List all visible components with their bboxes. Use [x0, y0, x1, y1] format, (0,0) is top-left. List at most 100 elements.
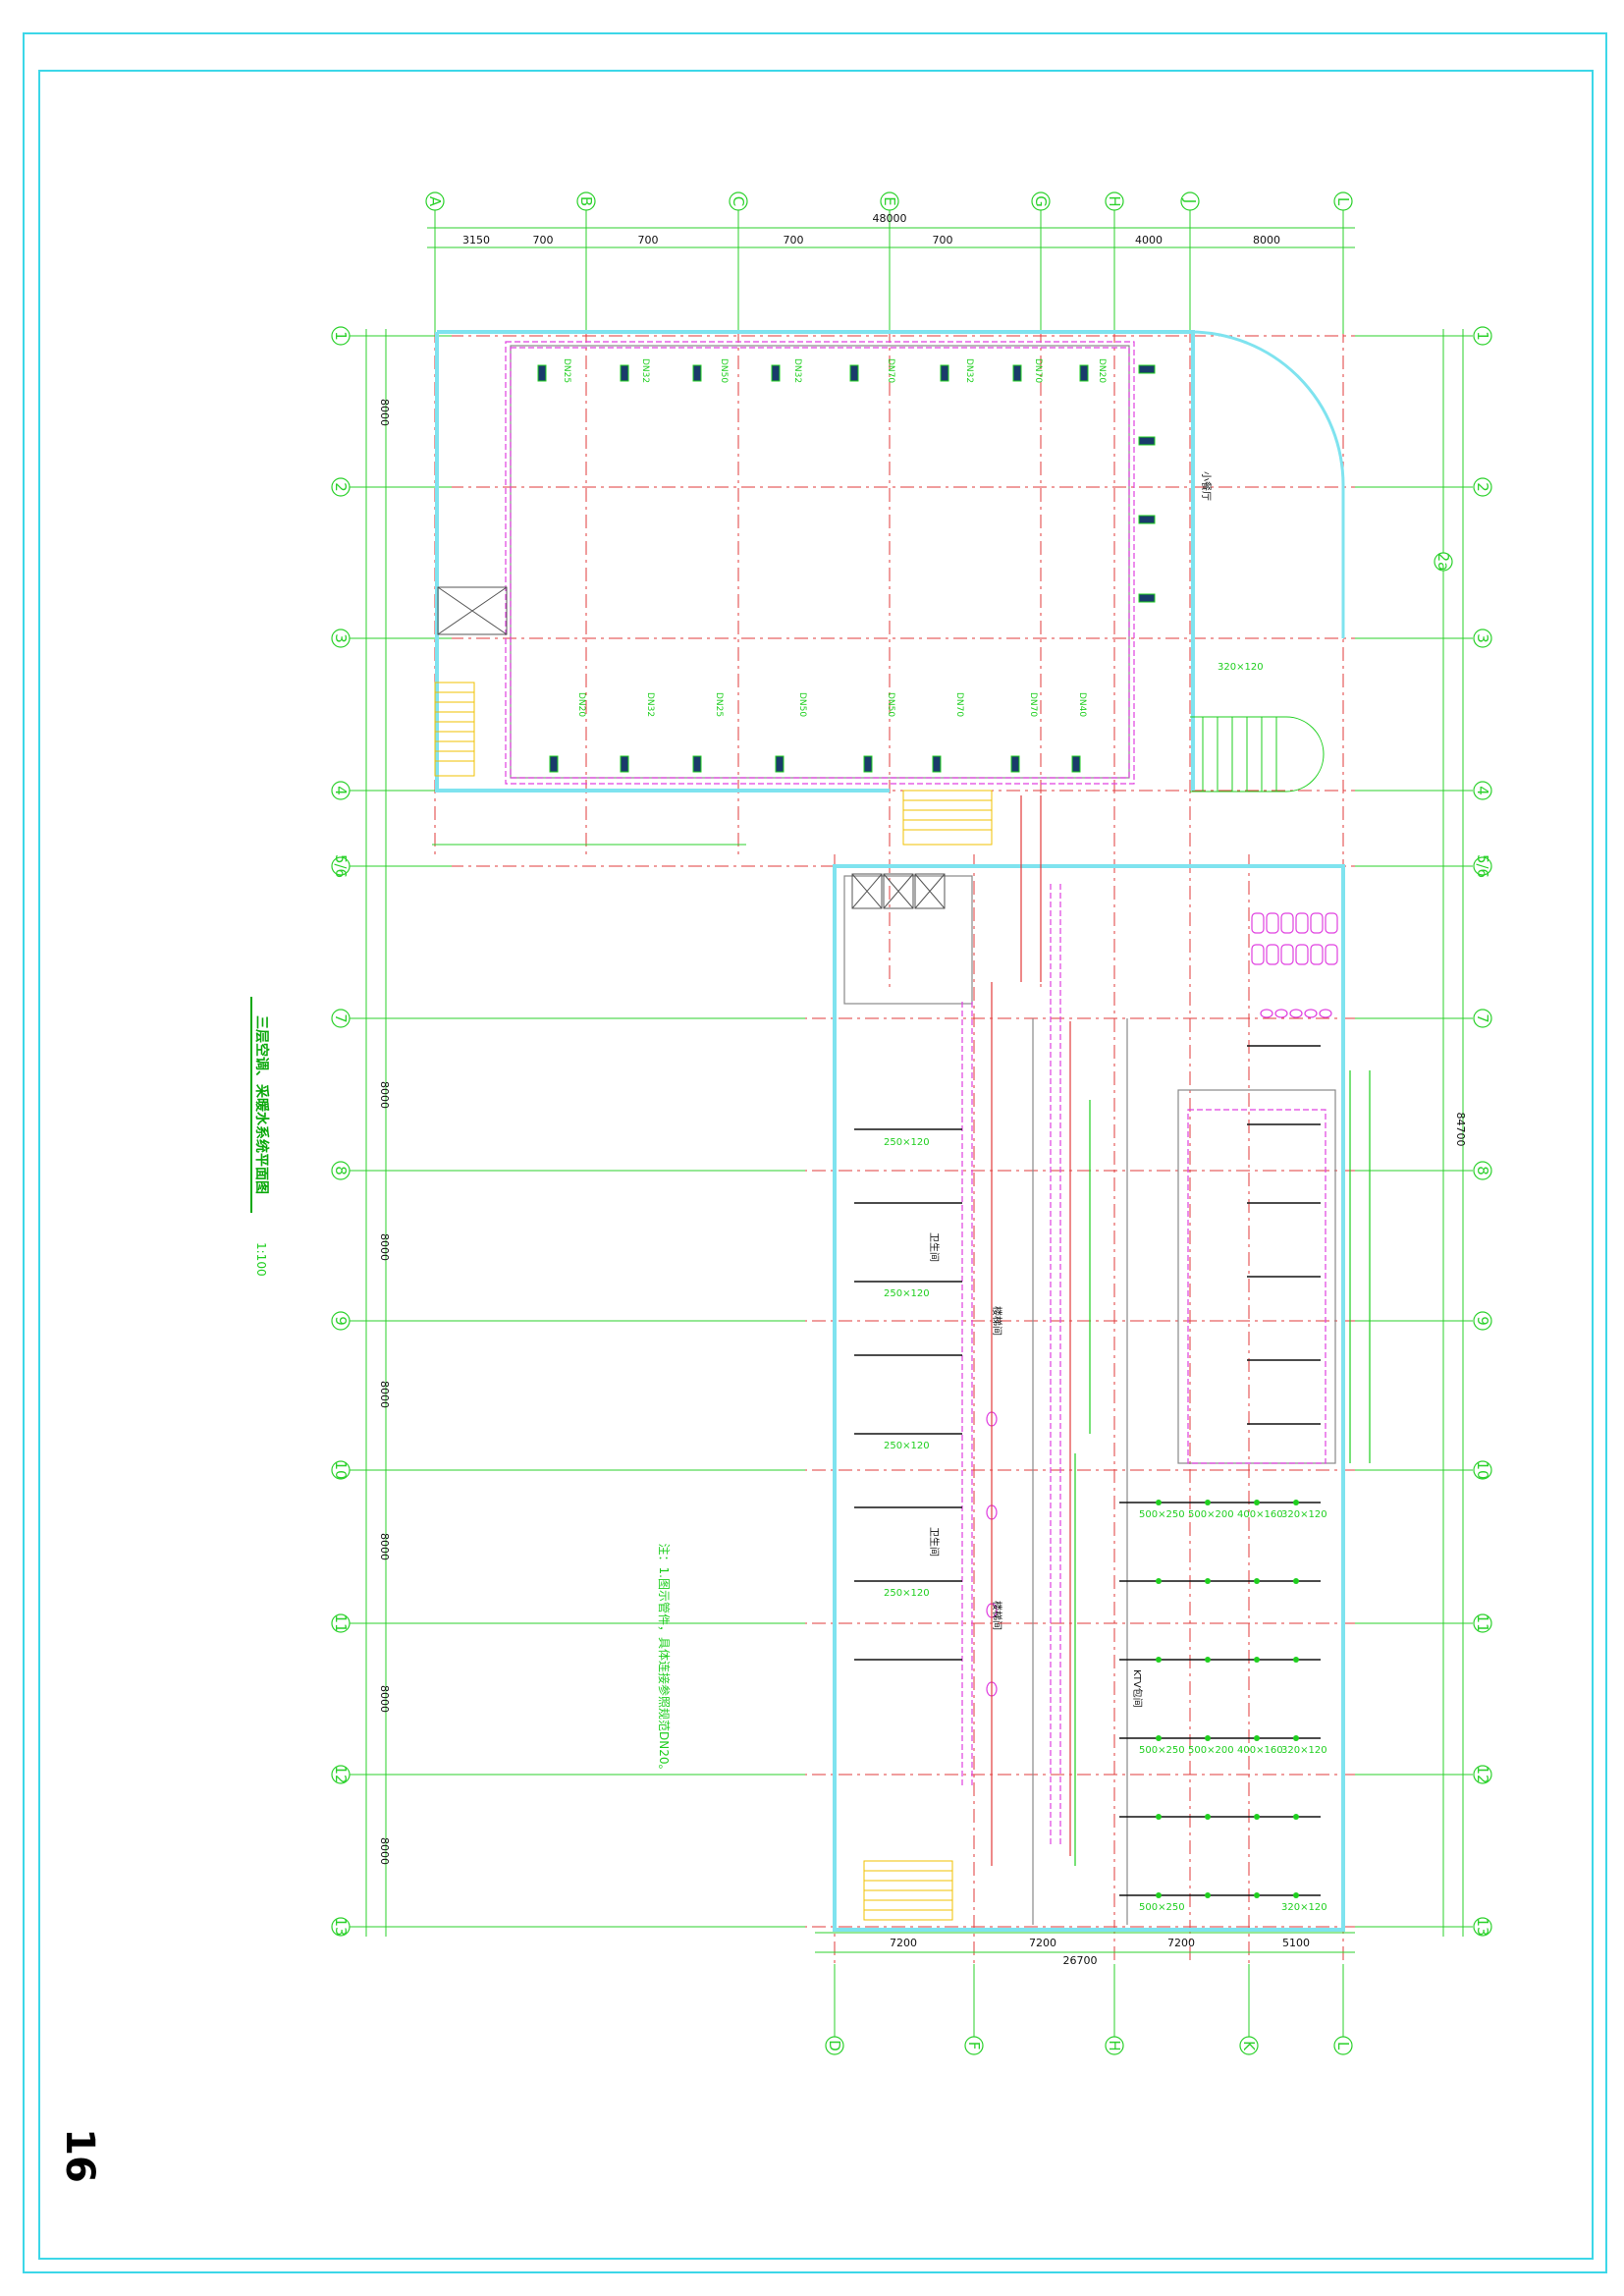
dim-segment: 8000 — [1253, 234, 1280, 246]
axis-label: 10 — [332, 1460, 350, 1479]
axis-label: H — [1106, 2040, 1123, 2050]
dimension-texts: 48000 3150 700 700 700 700 4000 8000 267… — [378, 212, 1467, 1967]
dim-segment: 8000 — [378, 1081, 391, 1109]
axis-labels-bottom: D F H K L — [826, 2040, 1352, 2051]
dim-segment: 700 — [533, 234, 554, 246]
duct-size-labels: 250×120 250×120 250×120 250×120 320×120 … — [884, 662, 1327, 1913]
stair-upper-left — [434, 682, 475, 777]
pipe-label: DN70 — [954, 692, 964, 717]
pipe-label: DN50 — [797, 692, 807, 717]
drawing-scale: 1:100 — [254, 1242, 268, 1277]
duct-label: 320×120 — [1281, 1902, 1327, 1913]
axis-labels-left: 1 2 3 4 5/6 7 8 9 10 11 12 13 — [332, 331, 350, 1936]
pipe-label: DN20 — [576, 692, 586, 717]
axis-label: 8 — [332, 1166, 350, 1175]
pipe-label: DN70 — [1033, 358, 1043, 383]
axis-label: 4 — [1474, 786, 1491, 795]
duct-label: 320×120 — [1281, 1745, 1327, 1756]
dim-segment: 700 — [638, 234, 659, 246]
duct-label: 500×250 — [1139, 1745, 1185, 1756]
duct-label: 320×120 — [1281, 1509, 1327, 1520]
lower-left-units — [854, 1128, 962, 1661]
axis-bubbles-right — [1434, 326, 1492, 1937]
axis-label: 3 — [332, 633, 350, 643]
dim-segment: 8000 — [378, 1533, 391, 1560]
dim-segment: 7200 — [1167, 1937, 1195, 1949]
axis-label: 7 — [332, 1013, 350, 1023]
room-name-ktv: KTV包间 — [1131, 1669, 1144, 1708]
axis-label: 2a — [1435, 553, 1452, 572]
grid-lines — [344, 196, 1473, 2023]
drawing-title: 三层空调、采暖水系统平面图 1:100 — [250, 997, 270, 1277]
duct-label: 250×120 — [884, 1288, 930, 1299]
fan-coil-units-bottom-row — [549, 755, 1081, 773]
air-diffusers — [1156, 1500, 1299, 1898]
axis-bubbles-left — [331, 326, 351, 1937]
pipe-label: DN50 — [719, 358, 729, 383]
duct-label: 320×120 — [1218, 662, 1264, 673]
toilet-fixtures — [986, 912, 1338, 1697]
pipe-label: DN25 — [562, 358, 571, 383]
dim-segment: 7200 — [890, 1937, 917, 1949]
pipe-label: DN32 — [964, 358, 974, 383]
axis-labels-top: A B C E G H J L — [426, 195, 1352, 207]
axis-label: 5/6 — [1474, 854, 1491, 878]
elevator-shafts — [437, 586, 946, 909]
axis-label: 5/6 — [332, 854, 350, 878]
dim-total-bottom: 26700 — [1063, 1954, 1098, 1967]
axis-label: 9 — [332, 1316, 350, 1326]
axis-label: A — [426, 196, 444, 207]
dim-segment: 8000 — [378, 1381, 391, 1408]
axis-label: 11 — [1474, 1613, 1491, 1632]
dimension-chains — [365, 227, 1464, 1953]
pipe-label: DN70 — [1028, 692, 1038, 717]
drawing-title-text: 三层空调、采暖水系统平面图 — [253, 1015, 270, 1194]
pipe-label: DN20 — [1097, 358, 1107, 383]
axis-label: 7 — [1474, 1013, 1491, 1023]
room-name-wc: 卫生间 — [928, 1232, 941, 1262]
axis-bubbles-top — [425, 191, 1353, 211]
pipe-label: DN32 — [645, 692, 655, 717]
pipe-size-labels-top: DN25 DN32 DN50 DN32 DN70 DN32 DN70 DN20 — [562, 358, 1107, 383]
axis-label: 1 — [332, 331, 350, 341]
dim-segment: 8000 — [378, 1233, 391, 1261]
axis-label: J — [1181, 198, 1199, 203]
axis-label: 1 — [1474, 331, 1491, 341]
axis-bubbles-bottom — [825, 2036, 1353, 2055]
heating-pipe-loop — [505, 341, 1326, 1846]
dim-total-top: 48000 — [873, 212, 907, 225]
axis-label: 13 — [1474, 1917, 1491, 1936]
pipe-risers-green — [1074, 1070, 1371, 1866]
room-names: 小餐厅 楼梯间 楼梯间 卫生间 卫生间 KTV包间 — [928, 471, 1213, 1708]
pipe-label: DN50 — [886, 692, 895, 717]
duct-label: 250×120 — [884, 1588, 930, 1599]
duct-label: 500×250 — [1139, 1509, 1185, 1520]
pipe-label: DN25 — [714, 692, 724, 717]
dim-segment: 7200 — [1029, 1937, 1056, 1949]
axis-label: 4 — [332, 786, 350, 795]
lower-right-units — [1119, 1045, 1321, 1896]
axis-label: 9 — [1474, 1316, 1491, 1326]
axis-label: 2 — [1474, 482, 1491, 492]
pipe-size-labels-bottom: DN20 DN32 DN25 DN50 DN50 DN70 DN70 DN40 — [576, 692, 1087, 717]
interior-walls — [510, 345, 1336, 1925]
axis-label: 2 — [332, 482, 350, 492]
fan-coil-units-top-row — [537, 364, 1089, 382]
axis-label: 12 — [1474, 1765, 1491, 1783]
axis-label: 3 — [1474, 633, 1491, 643]
dim-segment: 8000 — [378, 1837, 391, 1865]
duct-label: 400×160 — [1237, 1509, 1283, 1520]
dim-total-right: 84700 — [1454, 1113, 1467, 1147]
axis-label: 13 — [332, 1917, 350, 1936]
axis-label: D — [826, 2040, 843, 2051]
axis-label: L — [1334, 197, 1352, 206]
room-name-small-hall: 小餐厅 — [1200, 471, 1213, 501]
fan-coil-units-right-column — [1138, 364, 1156, 603]
axis-labels-right: 1 2 2a 3 4 5/6 7 8 9 10 11 12 13 — [1435, 331, 1491, 1936]
dim-segment: 8000 — [378, 1685, 391, 1713]
stair-lower-left — [863, 1860, 953, 1921]
duct-label: 250×120 — [884, 1137, 930, 1148]
pipe-label: DN40 — [1077, 692, 1087, 717]
duct-label: 400×160 — [1237, 1745, 1283, 1756]
axis-label: B — [577, 196, 595, 206]
